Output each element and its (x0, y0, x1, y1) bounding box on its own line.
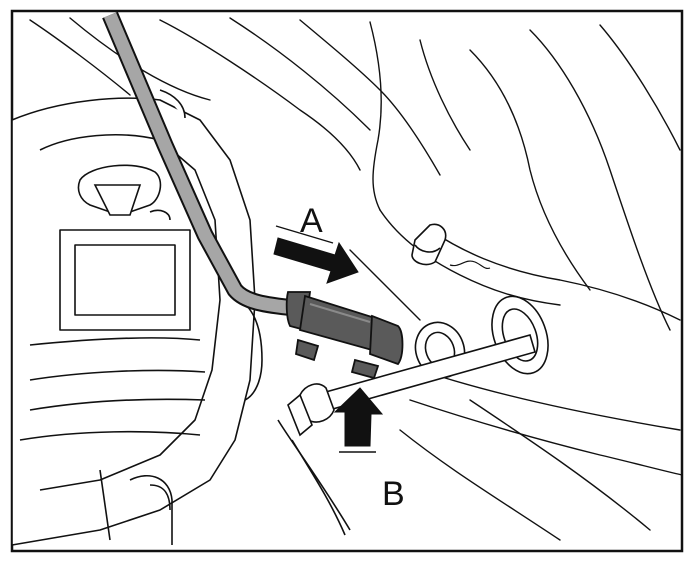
callout-a-label: A (300, 202, 323, 240)
brake-hose (277, 334, 536, 536)
arrow-b (333, 387, 384, 453)
body-panel-lines (29, 17, 683, 541)
callout-b-label: B (382, 475, 405, 513)
small-fitting (411, 223, 491, 270)
bolt-head (77, 89, 186, 221)
flare-nut-connector (285, 291, 404, 380)
arrow-a (273, 225, 359, 284)
brake-tube (102, 11, 296, 317)
